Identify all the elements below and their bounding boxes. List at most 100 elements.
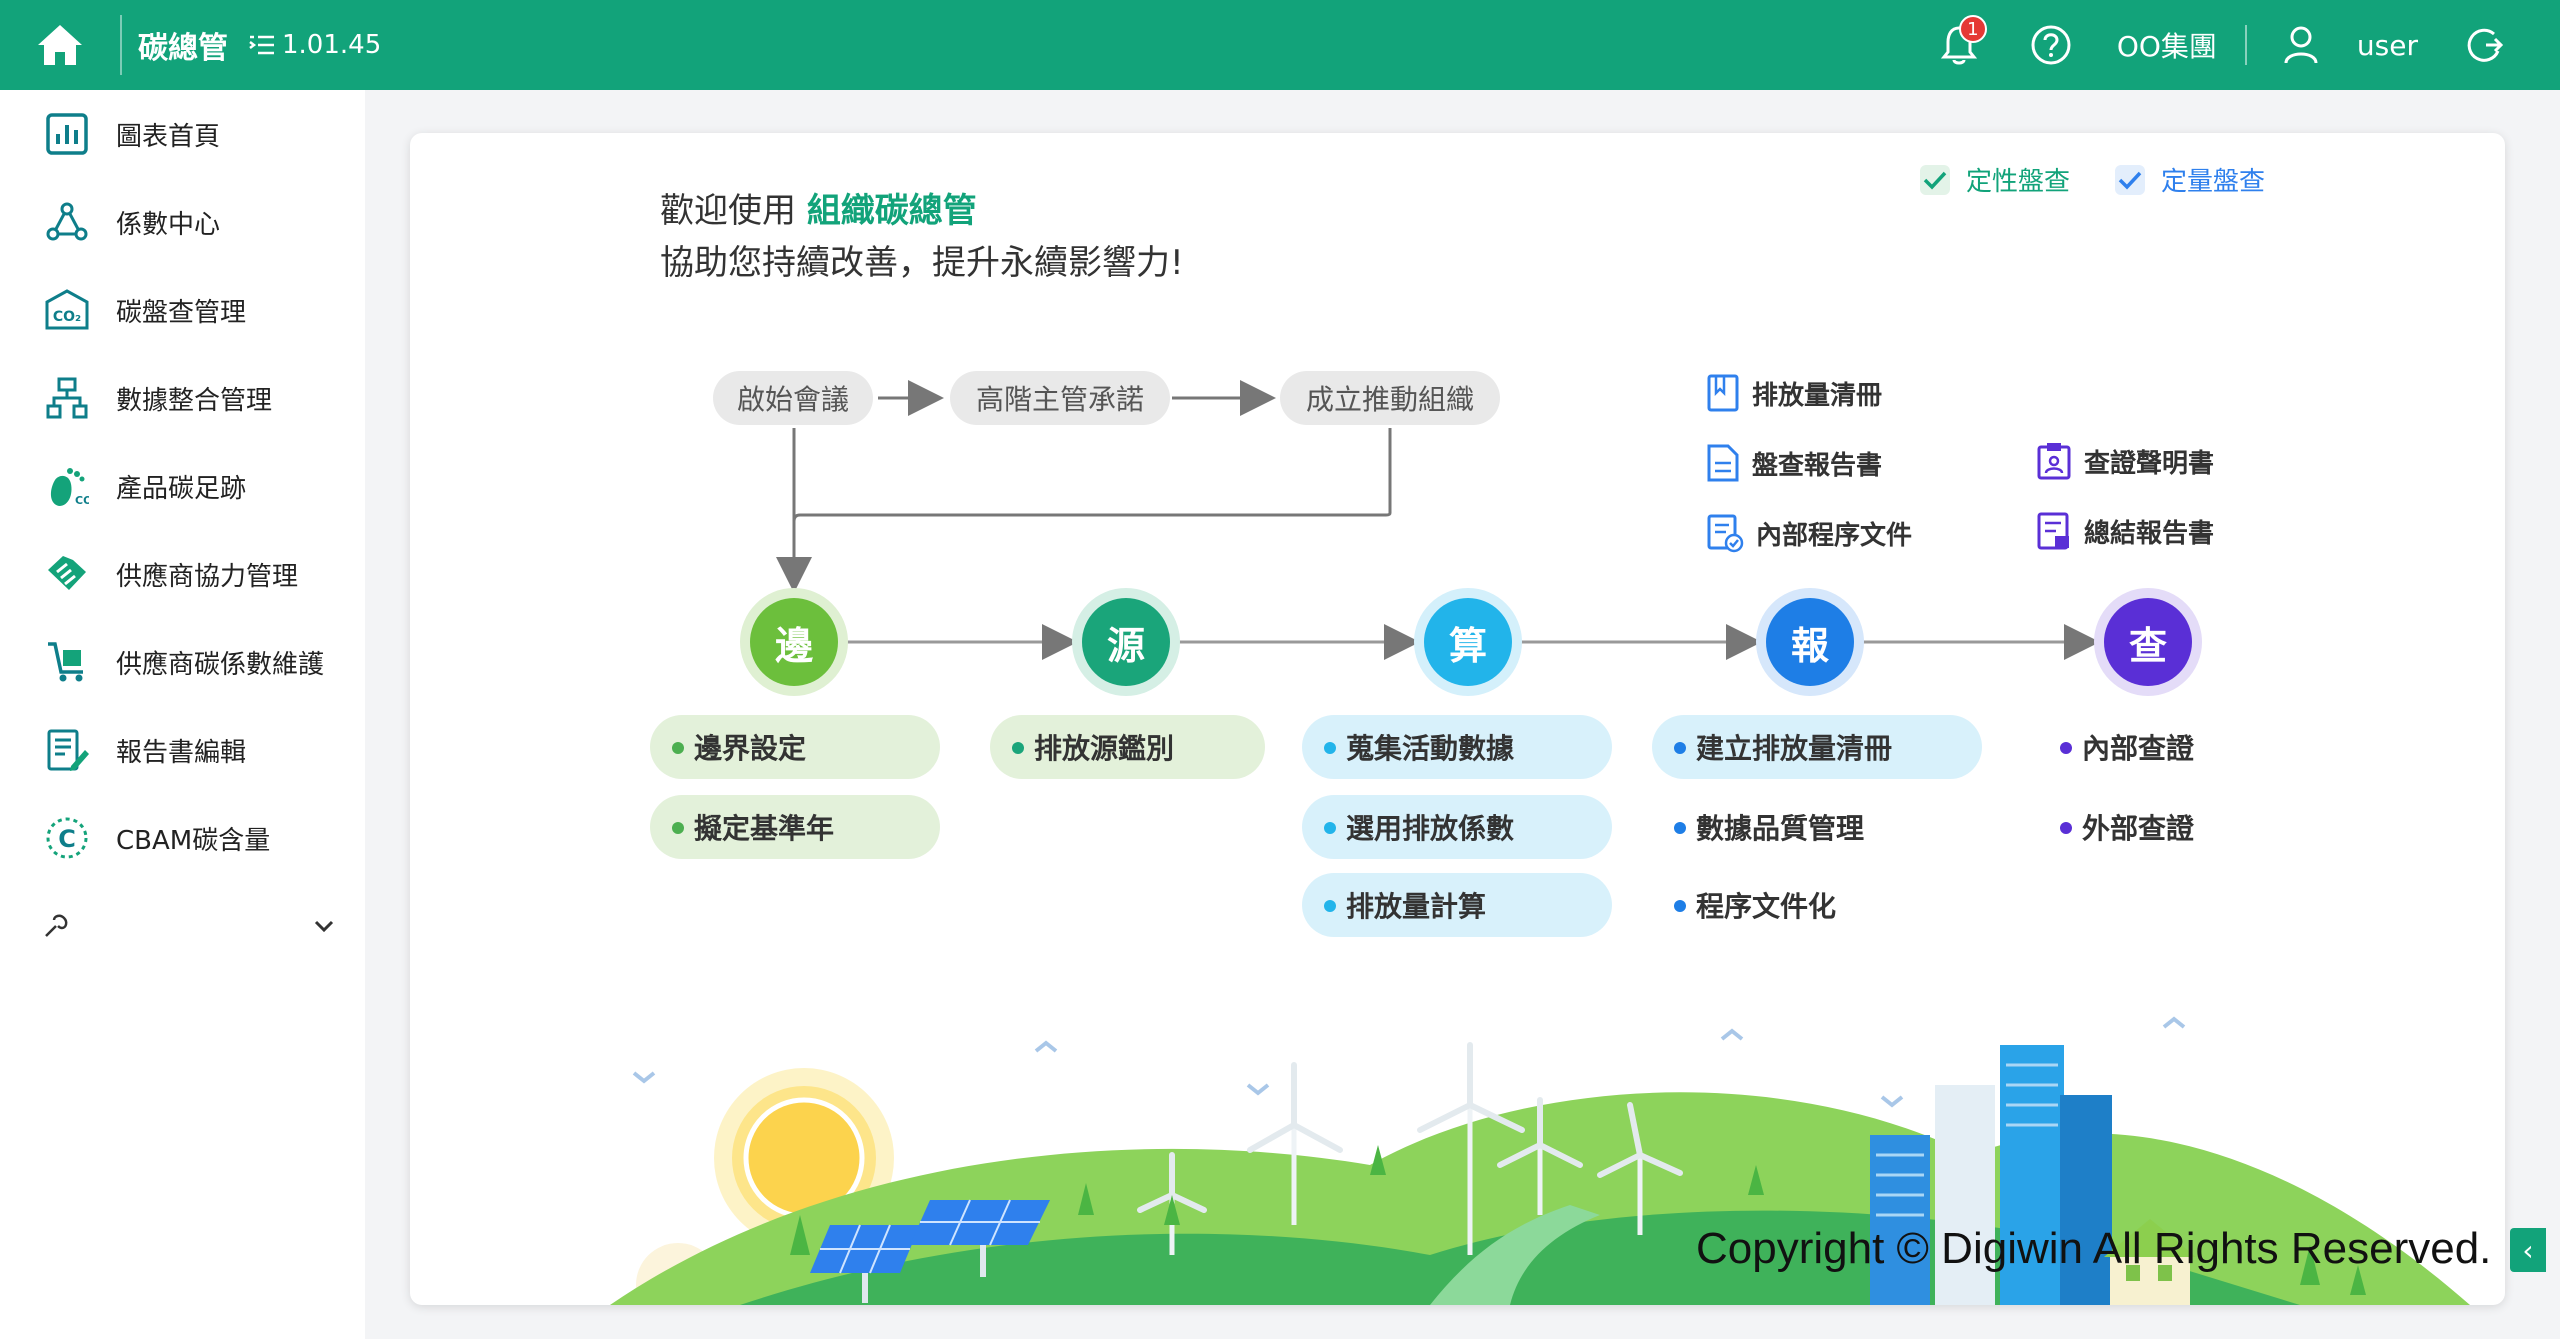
pre-step-kickoff: 啟始會議 [713,371,873,425]
help-button[interactable] [2021,15,2081,75]
legend: 定性盤查 定量盤查 [1919,161,2265,198]
task-external-verification: 外部查證 [2038,795,2258,859]
sidebar-item-report-editing[interactable]: 報告書編輯 [0,706,365,794]
menu-list-icon [249,35,274,55]
task-label: 數據品質管理 [1696,812,1865,845]
clipboard-icon [2037,443,2071,480]
pre-step-organization: 成立推動組織 [1280,371,1500,425]
logout-icon [2467,28,2504,62]
footprint-icon: CO₂ [42,461,92,511]
step-calculate: 算 [1424,598,1512,686]
home-icon [38,25,82,65]
user-avatar[interactable] [2271,15,2331,75]
sidebar-item-label: CBAM碳含量 [116,825,271,856]
cart-icon [42,637,92,687]
logout-button[interactable] [2454,15,2514,75]
task-select-emission-factor: 選用排放係數 [1302,795,1612,859]
task-emission-calculation: 排放量計算 [1302,873,1612,937]
doc-inventory-report: 盤查報告書 [1706,443,1882,483]
document-icon [1707,374,1739,412]
sidebar-item-product-footprint[interactable]: CO₂ 產品碳足跡 [0,442,365,530]
task-label: 排放源鑑別 [1034,732,1175,765]
task-data-quality: 數據品質管理 [1652,795,1982,859]
doc-label: 排放量清冊 [1752,380,1883,411]
chevron-left-icon: ‹ [2522,1233,2534,1267]
doc-label: 內部程序文件 [1756,520,1913,551]
check-icon [2114,164,2145,195]
task-label: 外部查證 [2082,812,2195,845]
legend-item-quantitative: 定量盤查 [2114,161,2265,198]
step-report: 報 [1766,598,1854,686]
sidebar-item-carbon-inventory[interactable]: CO₂ 碳盤查管理 [0,266,365,354]
cbam-icon: C [42,813,92,863]
home-button[interactable] [0,0,120,90]
step-source: 源 [1082,598,1170,686]
task-label: 選用排放係數 [1346,812,1515,845]
handshake-icon [42,549,92,599]
co2-icon: CO₂ [42,285,92,335]
task-label: 擬定基準年 [694,812,835,845]
header-divider [120,15,122,75]
app-title: 碳總管 [138,31,228,66]
sidebar-item-label: 圖表首頁 [116,121,221,152]
notification-badge: 1 [1958,15,1987,43]
legend-label: 定量盤查 [2160,167,2265,197]
task-label: 蒐集活動數據 [1346,732,1515,765]
sidebar-item-supplier-collaboration[interactable]: 供應商協力管理 [0,530,365,618]
task-internal-verification: 內部查證 [2038,715,2258,779]
sidebar-item-cbam[interactable]: C CBAM碳含量 [0,794,365,882]
welcome-text: 歡迎使用 組織碳總管 協助您持續改善，提升永續影響力! [660,185,1184,289]
welcome-prefix: 歡迎使用 [660,191,796,231]
svg-text:CO₂: CO₂ [75,494,89,507]
task-baseline-year: 擬定基準年 [650,795,940,859]
doc-inventory: 排放量清冊 [1706,373,1882,413]
legend-item-qualitative: 定性盤查 [1919,161,2070,198]
sidebar-item-data-integration[interactable]: 數據整合管理 [0,354,365,442]
doc-label: 總結報告書 [2084,518,2215,549]
task-label: 內部查證 [2082,732,2195,765]
step-verify: 查 [2104,598,2192,686]
landscape-illustration [610,1016,2470,1305]
sidebar-item-label: 供應商碳係數維護 [116,649,325,680]
copyright-text: Copyright © Digiwin All Rights Reserved. [1696,1224,2492,1273]
notification-button[interactable]: 1 [1929,15,1989,75]
doc-internal-procedures: 內部程序文件 [1706,513,1912,553]
sidebar: 圖表首頁 係數中心 CO₂ 碳盤查管理 數據整合管理 CO₂ 產品碳足跡 供應商… [0,90,365,1339]
header-divider [2244,25,2247,65]
task-collect-activity-data: 蒐集活動數據 [1302,715,1612,779]
sidebar-item-supplier-coefficient[interactable]: 供應商碳係數維護 [0,618,365,706]
legend-label: 定性盤查 [1965,167,2070,197]
doc-label: 查證聲明書 [2084,448,2215,479]
chart-icon [42,109,92,159]
sidebar-item-label: 碳盤查管理 [116,297,247,328]
version-menu[interactable]: 1.01.45 [248,30,381,60]
task-label: 建立排放量清冊 [1696,732,1893,765]
task-documentation: 程序文件化 [1652,873,1982,937]
network-icon [42,197,92,247]
username: user [2356,28,2418,62]
sidebar-item-tools[interactable] [0,882,365,970]
document-icon [1707,444,1739,482]
doc-verification-statement: 查證聲明書 [2036,441,2214,481]
sidebar-item-dashboard[interactable]: 圖表首頁 [0,90,365,178]
task-label: 程序文件化 [1696,890,1837,923]
user-icon [2284,26,2318,64]
doc-summary-report: 總結報告書 [2036,511,2214,551]
report-icon [42,725,92,775]
svg-text:CO₂: CO₂ [53,309,81,325]
version-label: 1.01.45 [282,30,382,60]
step-boundary: 邊 [750,598,838,686]
task-label: 邊界設定 [694,732,807,765]
sidebar-item-coefficient-center[interactable]: 係數中心 [0,178,365,266]
check-icon [1919,164,1950,195]
sidebar-item-label: 報告書編輯 [116,737,247,768]
sidebar-item-label: 供應商協力管理 [116,561,299,592]
collapse-panel-button[interactable]: ‹ [2510,1228,2546,1272]
document-check-icon [1707,514,1744,553]
task-source-identification: 排放源鑑別 [990,715,1265,779]
doc-label: 盤查報告書 [1752,450,1883,481]
chevron-down-icon [314,920,334,933]
task-label: 排放量計算 [1346,890,1487,923]
org-selector[interactable]: OO集團 [2116,30,2217,63]
task-build-inventory: 建立排放量清冊 [1652,715,1982,779]
